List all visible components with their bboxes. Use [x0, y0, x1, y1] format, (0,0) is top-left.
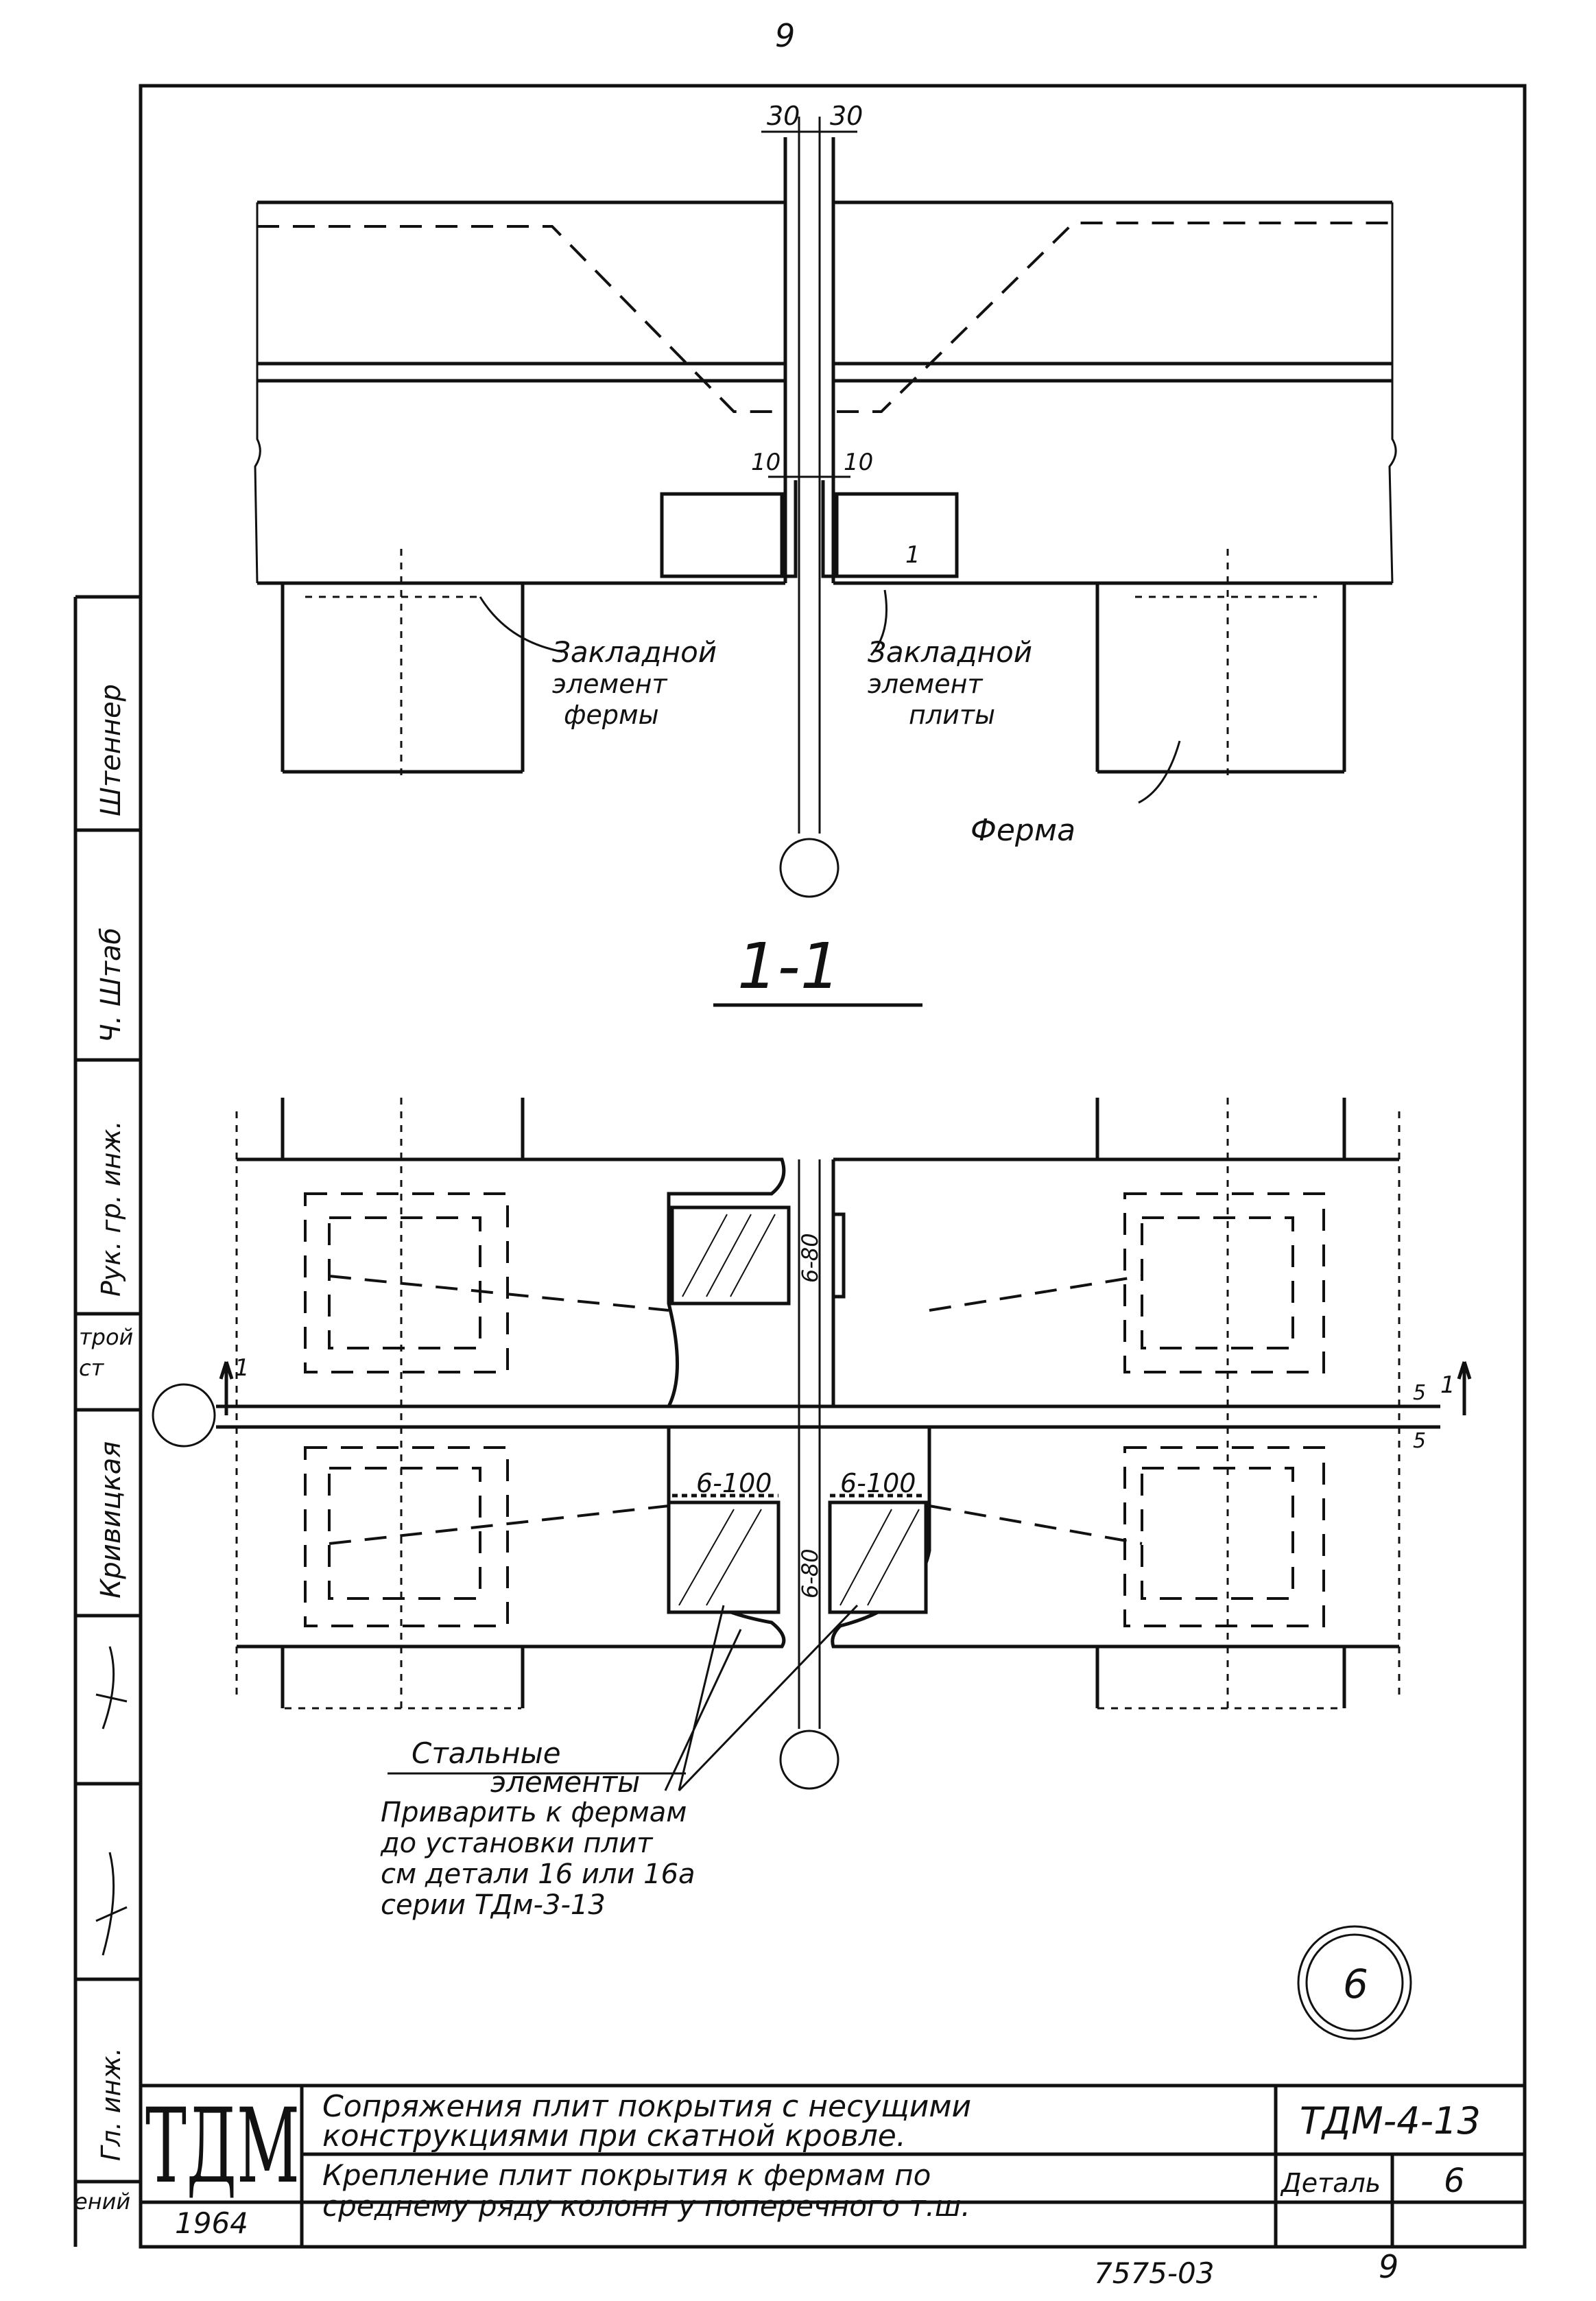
dim-edge-left: 10: [751, 449, 781, 476]
title-block: [141, 2084, 1525, 2247]
note-title-1: Стальные: [412, 1736, 561, 1770]
detail-number: 6: [1444, 2162, 1465, 2200]
subtitle-line-2: среднему ряду колонн у поперечного т.ш.: [322, 2189, 970, 2223]
note-title-2: элементы: [490, 1765, 640, 1799]
dim-5-bottom: 5: [1413, 1429, 1426, 1453]
section-mark-right: 1: [1440, 1371, 1455, 1399]
label-truss-embed-1: Закладной: [552, 635, 717, 669]
logo-tdm: ТДМ: [145, 2087, 300, 2206]
note-line-1: Приварить к фермам: [381, 1797, 687, 1828]
stamp-name-4: трой: [79, 1324, 133, 1350]
plan-view: [152, 1098, 1472, 2040]
stamp-name-8: Гл. инж.: [96, 2048, 126, 2161]
note-line-4: серии ТДм-3-13: [381, 1889, 606, 1921]
callout-one: 1: [905, 541, 920, 569]
stamp-signature-2: [95, 1852, 128, 1956]
section-mark-left: 1: [235, 1354, 250, 1382]
archive-number: 7575-03: [1094, 2256, 1215, 2290]
side-stamp: [73, 595, 141, 2247]
drawing-code: ТДМ-4-13: [1300, 2099, 1481, 2143]
stamp-name-1: Штеннер: [95, 684, 127, 816]
drawing-frame: [139, 84, 1527, 2249]
title-line-2: конструкциями при скатной кровле.: [322, 2119, 906, 2154]
weld-label-1: 6-100: [696, 1468, 772, 1498]
label-truss-embed-3: фермы: [564, 700, 659, 730]
dim-5-top: 5: [1413, 1381, 1426, 1405]
elevation-view: 30 30 10 10 1: [254, 101, 1397, 898]
title-year: 1964: [175, 2206, 248, 2240]
dim-edge-right: 10: [844, 449, 873, 476]
page-number: 9: [775, 17, 795, 54]
label-slab-embed-3: плиты: [909, 700, 995, 730]
stamp-name-5: ст: [79, 1355, 105, 1381]
dim-gap-left: 30: [767, 101, 800, 131]
note-line-3: см детали 16 или 16а: [381, 1858, 695, 1890]
detail-circle-number: 6: [1343, 1961, 1368, 2007]
dim-gap-right: 30: [830, 101, 863, 131]
label-slab-embed-1: Закладной: [868, 635, 1032, 669]
detail-label: Деталь: [1280, 2168, 1381, 2198]
stamp-name-10: ений: [74, 2188, 130, 2215]
weld-label-2: 6-100: [840, 1468, 916, 1498]
section-title: 1-1: [737, 930, 840, 1003]
stamp-signature-1: [95, 1646, 128, 1730]
title-line-1: Сопряжения плит покрытия с несущими: [322, 2089, 971, 2124]
label-truss-embed-2: элемент: [552, 669, 668, 699]
weld-label-v1: 6-80: [797, 1233, 823, 1283]
weld-label-v2: 6-80: [797, 1548, 823, 1598]
sheet-number: 9: [1379, 2248, 1398, 2285]
stamp-name-2: Ч. Штаб: [95, 928, 127, 1043]
note-line-2: до установки плит: [380, 1828, 654, 1859]
label-slab-embed-2: элемент: [868, 669, 984, 699]
stamp-name-6: Кривицкая: [95, 1441, 127, 1598]
subtitle-line-1: Крепление плит покрытия к фермам по: [322, 2158, 931, 2192]
stamp-name-3: Рук. гр. инж.: [96, 1120, 126, 1297]
label-truss: Ферма: [970, 813, 1075, 848]
